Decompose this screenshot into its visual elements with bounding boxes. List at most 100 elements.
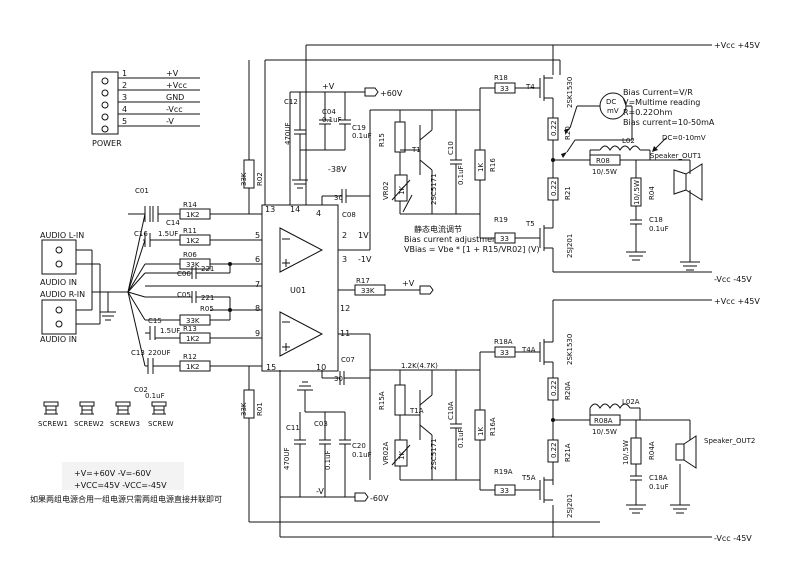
lbl-c02: C02 — [134, 386, 148, 394]
val-r04a: 10/.5W — [622, 440, 630, 465]
screws — [43, 401, 167, 415]
rail-pos-vcc-b: +Vcc +45V — [714, 297, 760, 306]
upper-input-network — [128, 206, 276, 287]
lbl-r08: R08 — [596, 157, 610, 165]
lbl-t4: T4 — [525, 83, 535, 91]
val-r16: 1K — [477, 163, 485, 172]
lbl-l02: L02 — [622, 137, 635, 145]
lbl-r21a: R21A — [564, 443, 572, 462]
val-r13: 1K2 — [186, 335, 200, 343]
lbl-r16: R16 — [489, 158, 497, 172]
r17 — [338, 284, 434, 296]
pin-5-num: 5 — [122, 117, 127, 126]
lbl-vr02a: VR02A — [382, 441, 390, 465]
rail-lines — [249, 44, 712, 538]
pin-3-num: 3 — [122, 93, 127, 102]
val-r08: 10/.5W — [592, 168, 617, 176]
val-r06: 33K — [186, 261, 200, 269]
lbl-t5: T5 — [525, 220, 535, 228]
lbl-spk1: Speaker_OUT1 — [650, 152, 701, 160]
val-r01: 33K — [240, 402, 248, 416]
val-r17: 33K — [361, 287, 375, 295]
screw-1-icon — [43, 401, 59, 415]
val-c15: 1.5UF — [160, 327, 180, 335]
lbl-r04a: R04A — [648, 441, 656, 460]
val-r11: 1K2 — [186, 237, 200, 245]
ic-pin-12: 12 — [340, 304, 350, 313]
lower-minus-v: -V — [316, 487, 324, 496]
val-r02: 33K — [240, 172, 248, 186]
ic-pin-7: 7 — [255, 280, 260, 289]
ic-pin-13: 13 — [265, 205, 275, 214]
lower-input-network — [145, 291, 276, 374]
lbl-r01: R01 — [256, 402, 264, 416]
lbl-r02: R02 — [256, 172, 264, 186]
val-c08: 30 — [334, 194, 343, 202]
val-t4a: 2SK1530 — [566, 334, 574, 365]
lbl-c12: C12 — [284, 98, 298, 106]
lbl-r18a: R18A — [494, 338, 513, 346]
lbl-c07: C07 — [341, 356, 355, 364]
pin-3-net: GND — [166, 93, 184, 102]
val-c07: 30 — [334, 375, 343, 383]
val-r19a: 33 — [500, 487, 509, 495]
ic-pin-4: 4 — [316, 209, 321, 218]
lbl-c18: C18 — [649, 216, 663, 224]
val-r16a: 1K — [477, 427, 485, 436]
lbl-r18: R18 — [494, 74, 508, 82]
lbl-t4a: T4A — [521, 346, 536, 354]
lbl-c06: C06 — [177, 270, 191, 278]
lbl-r19: R19 — [494, 216, 508, 224]
ic-pin2-val: 1V — [358, 231, 369, 240]
lbl-spk2: Speaker_OUT2 — [704, 437, 755, 445]
lbl-r19a: R19A — [494, 468, 513, 476]
val-t5a: 2SJ201 — [566, 494, 574, 518]
val-r20a: 0.22 — [550, 380, 558, 396]
lbl-l02a: L02A — [622, 398, 640, 406]
c08-feedback — [321, 110, 371, 251]
lbl-t5a: T5A — [521, 474, 536, 482]
pin-2-num: 2 — [122, 81, 127, 90]
val-c02: 0.1uF — [145, 392, 165, 400]
lbl-r11: R11 — [183, 227, 197, 235]
ic-pin-2: 2 — [342, 231, 347, 240]
bias-adj: Bias current adjustment — [404, 235, 500, 244]
screw-2-label: SCREW2 — [74, 420, 104, 428]
lbl-c15: C15 — [148, 317, 162, 325]
lbl-c16: C16 — [134, 230, 148, 238]
screw-4-label: SCREW — [148, 420, 174, 428]
val-c18a: 0.1uF — [649, 483, 669, 491]
lbl-r20a: R20A — [564, 381, 572, 400]
val-c10: 0.1uF — [457, 165, 465, 185]
val-t5: 2SJ201 — [566, 234, 574, 258]
r17-plus-v: +V — [402, 279, 415, 288]
val-c12: 470UF — [284, 122, 292, 145]
ic-name: U01 — [290, 286, 306, 295]
val-r19: 33 — [500, 235, 509, 243]
ic-pin-8: 8 — [255, 304, 260, 313]
supply-note-1: +V=+60V -V=-60V — [74, 469, 151, 478]
lbl-r16a: R16A — [489, 417, 497, 436]
val-c04: 0.1uF — [322, 116, 342, 124]
val-c19: 0.1uF — [352, 132, 372, 140]
input-connector-l — [41, 239, 77, 275]
lbl-r20: R20 — [564, 126, 572, 140]
meter-mv: mV — [607, 107, 619, 115]
ic-pin3-val: -1V — [358, 255, 372, 264]
screw-3-icon — [115, 401, 131, 415]
lbl-c08: C08 — [342, 211, 356, 219]
lbl-r13: R13 — [183, 325, 197, 333]
bias-formula: VBias = Vbe * [1 + R15/VR02] (V) — [404, 245, 540, 254]
pin-4-net: -Vcc — [166, 105, 183, 114]
lbl-r21: R21 — [564, 186, 572, 200]
pin-2-net: +Vcc — [166, 81, 187, 90]
val-r15a: 1.2K(4.7K) — [401, 362, 438, 370]
power-header — [91, 71, 200, 135]
ic-pin-10: 10 — [316, 363, 326, 372]
val-r21a: 0.22 — [550, 442, 558, 458]
val-c03: 0.1uF — [324, 450, 332, 470]
screw-1-label: SCREW1 — [38, 420, 68, 428]
lbl-r08a: R08A — [594, 417, 613, 425]
label-r-in2: AUDIO IN — [40, 335, 77, 344]
supply-note-bg — [62, 462, 184, 490]
